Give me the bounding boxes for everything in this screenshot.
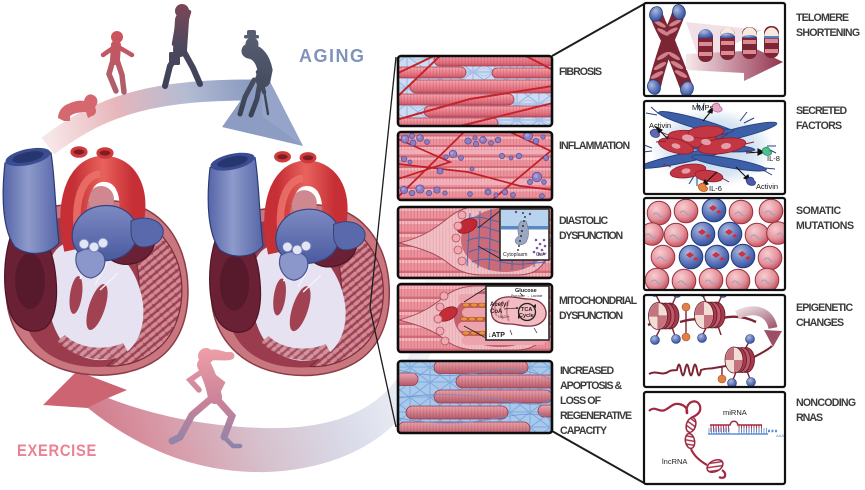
svg-text:SECRETED: SECRETED: [796, 105, 847, 117]
svg-text:Glucose: Glucose: [515, 288, 537, 294]
svg-text:↓ATP: ↓ATP: [488, 332, 505, 339]
svg-text:Pyruvate → Lactate: Pyruvate → Lactate: [511, 294, 543, 298]
svg-text:INCREASED: INCREASED: [560, 365, 614, 377]
svg-text:NONCODING: NONCODING: [796, 397, 856, 409]
svg-text:Ca²⁺: Ca²⁺: [536, 252, 547, 258]
svg-text:CHANGES: CHANGES: [796, 317, 844, 329]
svg-text:miRNA: miRNA: [723, 408, 747, 417]
svg-text:Acetyl: Acetyl: [490, 302, 508, 308]
svg-text:lncRNA: lncRNA: [662, 457, 687, 466]
svg-text:CoA: CoA: [490, 309, 503, 315]
svg-text:EPIGENETIC: EPIGENETIC: [796, 302, 853, 314]
svg-text:AAA: AAA: [776, 433, 784, 438]
svg-text:TELOMERE: TELOMERE: [796, 12, 849, 24]
svg-text:APOPTOSIS &: APOPTOSIS &: [560, 380, 622, 392]
svg-text:MITOCHONDRIAL: MITOCHONDRIAL: [559, 295, 638, 307]
svg-text:REGENERATIVE: REGENERATIVE: [560, 410, 632, 422]
svg-text:IL-8: IL-8: [767, 154, 780, 163]
svg-text:MUTATIONS: MUTATIONS: [796, 220, 854, 232]
svg-text:AGING: AGING: [299, 46, 366, 66]
svg-text:Cytoplasm: Cytoplasm: [503, 252, 528, 258]
svg-text:TCA: TCA: [521, 307, 532, 313]
svg-text:DIASTOLIC: DIASTOLIC: [559, 215, 608, 227]
svg-text:IL-6: IL-6: [709, 184, 722, 193]
svg-text:Cycle: Cycle: [519, 313, 534, 319]
svg-text:NADH: NADH: [498, 314, 509, 319]
svg-text:DYSFUNCTION: DYSFUNCTION: [559, 230, 623, 242]
svg-text:DYSFUNCTION: DYSFUNCTION: [559, 310, 623, 322]
svg-text:FACTORS: FACTORS: [796, 120, 842, 132]
svg-text:Activin: Activin: [649, 121, 671, 130]
svg-text:MMPs: MMPs: [692, 103, 713, 112]
svg-text:INFLAMMATION: INFLAMMATION: [559, 140, 630, 152]
svg-text:LOSS OF: LOSS OF: [560, 395, 602, 407]
svg-text:SHORTENING: SHORTENING: [796, 27, 860, 39]
svg-text:RNAS: RNAS: [796, 412, 823, 424]
svg-text:SOMATIC: SOMATIC: [796, 205, 841, 217]
svg-text:FIBROSIS: FIBROSIS: [559, 66, 602, 78]
svg-text:Activin: Activin: [756, 182, 778, 191]
svg-text:EXERCISE: EXERCISE: [17, 442, 97, 460]
svg-text:CAPACITY: CAPACITY: [560, 425, 607, 437]
